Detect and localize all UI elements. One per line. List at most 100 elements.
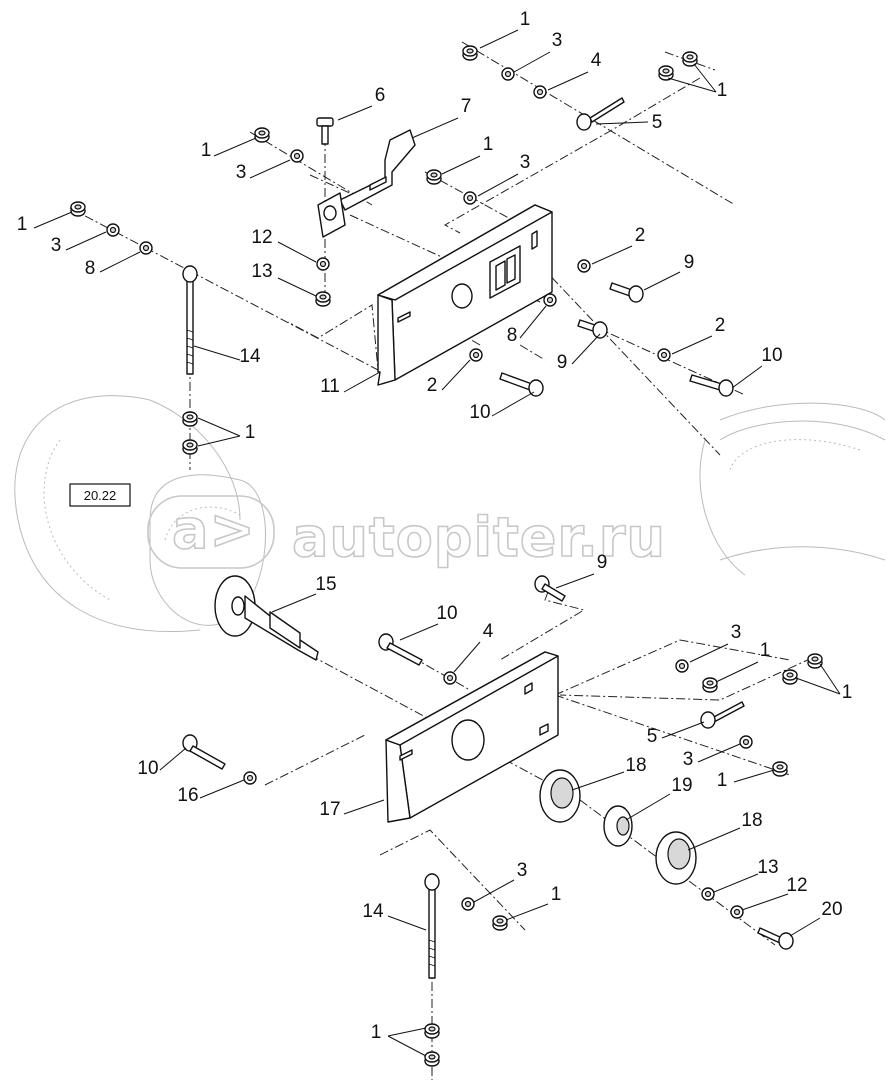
flat-washer[interactable] bbox=[533, 85, 547, 99]
callout-c10[interactable]: 1 bbox=[483, 134, 494, 155]
bolt-10-far-left[interactable] bbox=[182, 734, 226, 770]
callout-c35[interactable]: 5 bbox=[647, 726, 658, 747]
flat-washer[interactable] bbox=[469, 348, 483, 362]
hex-nut[interactable] bbox=[426, 169, 442, 185]
callout-c49[interactable]: 20 bbox=[821, 899, 842, 920]
callout-c6[interactable]: 6 bbox=[375, 85, 386, 106]
bearing-flange-right[interactable] bbox=[655, 831, 697, 885]
callout-c22[interactable]: 10 bbox=[761, 345, 782, 366]
callout-c43[interactable]: 18 bbox=[741, 810, 762, 831]
callout-c48[interactable]: 14 bbox=[362, 901, 384, 922]
callout-c38[interactable]: 10 bbox=[137, 758, 158, 779]
callout-c37[interactable]: 1 bbox=[717, 770, 728, 791]
bolt-10-middle[interactable] bbox=[499, 372, 544, 397]
callout-c11[interactable]: 3 bbox=[520, 152, 531, 173]
hex-nut[interactable] bbox=[315, 291, 331, 307]
callout-c50[interactable]: 1 bbox=[371, 1022, 382, 1043]
hex-nut[interactable] bbox=[70, 201, 86, 217]
hex-nut[interactable] bbox=[807, 653, 823, 669]
callout-c23[interactable]: 14 bbox=[239, 346, 261, 367]
control-lever[interactable] bbox=[317, 129, 416, 238]
callout-c33[interactable]: 1 bbox=[760, 640, 771, 661]
flat-washer[interactable] bbox=[543, 293, 557, 307]
callout-c26[interactable]: 10 bbox=[469, 402, 490, 423]
tie-rod-upper[interactable] bbox=[182, 265, 198, 375]
callout-c47[interactable]: 1 bbox=[551, 884, 562, 905]
bolt-9-lower[interactable] bbox=[534, 575, 566, 602]
callout-c14[interactable]: 8 bbox=[85, 258, 96, 279]
callout-c7[interactable]: 7 bbox=[461, 96, 472, 117]
callout-c15[interactable]: 12 bbox=[251, 227, 272, 248]
bolt-5-lower[interactable] bbox=[700, 701, 745, 729]
callout-c36[interactable]: 3 bbox=[683, 749, 694, 770]
flat-washer[interactable] bbox=[739, 735, 753, 749]
callout-c40[interactable]: 18 bbox=[625, 755, 646, 776]
callout-c19[interactable]: 8 bbox=[507, 325, 518, 346]
hex-nut[interactable] bbox=[772, 761, 788, 777]
bolt-9-middle[interactable] bbox=[577, 319, 608, 339]
flat-washer[interactable] bbox=[675, 659, 689, 673]
flat-washer[interactable] bbox=[443, 671, 457, 685]
callout-c24[interactable]: 11 bbox=[320, 376, 340, 397]
callout-c45[interactable]: 3 bbox=[517, 860, 528, 881]
flat-washer[interactable] bbox=[139, 241, 153, 255]
hex-nut[interactable] bbox=[702, 677, 718, 693]
callout-c12[interactable]: 1 bbox=[17, 214, 28, 235]
flat-washer[interactable] bbox=[577, 259, 591, 273]
callout-c31[interactable]: 4 bbox=[483, 621, 494, 642]
callout-c9[interactable]: 3 bbox=[236, 162, 247, 183]
flat-washer[interactable] bbox=[316, 257, 330, 271]
flat-washer[interactable] bbox=[501, 67, 515, 81]
callout-c8[interactable]: 1 bbox=[201, 140, 212, 161]
callout-c39[interactable]: 16 bbox=[177, 785, 198, 806]
bolt-10-right[interactable] bbox=[689, 374, 734, 397]
tie-rod-lower[interactable] bbox=[424, 873, 440, 979]
flat-washer[interactable] bbox=[290, 149, 304, 163]
flat-washer[interactable] bbox=[243, 771, 257, 785]
callout-c16[interactable]: 13 bbox=[251, 261, 272, 282]
hex-nut[interactable] bbox=[182, 411, 198, 427]
hex-nut[interactable] bbox=[492, 915, 508, 931]
flat-washer[interactable] bbox=[463, 191, 477, 205]
hex-nut[interactable] bbox=[424, 1023, 440, 1039]
callout-c29[interactable]: 9 bbox=[597, 552, 608, 573]
callout-c27[interactable]: 1 bbox=[245, 422, 256, 443]
bolt-10-lower-left[interactable] bbox=[378, 633, 423, 666]
hex-nut[interactable] bbox=[254, 127, 270, 143]
hex-nut[interactable] bbox=[424, 1051, 440, 1067]
callout-c28[interactable]: 15 bbox=[315, 574, 336, 595]
callout-c44[interactable]: 13 bbox=[757, 857, 778, 878]
callout-c13[interactable]: 3 bbox=[51, 235, 62, 256]
flanged-shaft[interactable] bbox=[214, 575, 319, 661]
callout-c4[interactable]: 1 bbox=[717, 80, 728, 101]
callout-c3[interactable]: 4 bbox=[591, 50, 602, 71]
callout-c5[interactable]: 5 bbox=[652, 112, 663, 133]
hex-nut[interactable] bbox=[658, 65, 674, 81]
bearing-insert[interactable] bbox=[603, 805, 633, 847]
bolt-6[interactable] bbox=[316, 117, 334, 145]
flat-washer[interactable] bbox=[730, 905, 744, 919]
hex-nut[interactable] bbox=[462, 45, 478, 61]
flat-washer[interactable] bbox=[461, 897, 475, 911]
hex-nut[interactable] bbox=[682, 51, 698, 67]
bearing-flange-left[interactable] bbox=[539, 769, 581, 823]
flat-washer[interactable] bbox=[106, 223, 120, 237]
callout-c34[interactable]: 1 bbox=[842, 682, 853, 703]
bolt-20[interactable] bbox=[757, 927, 794, 950]
bolt-5-upper[interactable] bbox=[576, 97, 625, 131]
callout-c30[interactable]: 10 bbox=[436, 603, 457, 624]
flat-washer[interactable] bbox=[701, 887, 715, 901]
callout-c42[interactable]: 17 bbox=[319, 799, 340, 820]
callout-c21[interactable]: 2 bbox=[715, 315, 726, 336]
callout-c20[interactable]: 9 bbox=[557, 352, 568, 373]
bolt-9-upper[interactable] bbox=[609, 282, 644, 303]
callout-c41[interactable]: 19 bbox=[671, 775, 692, 796]
callout-c1[interactable]: 1 bbox=[520, 9, 531, 30]
callout-c17[interactable]: 2 bbox=[635, 225, 646, 246]
flat-washer[interactable] bbox=[657, 348, 671, 362]
callout-c32[interactable]: 3 bbox=[731, 622, 742, 643]
lower-mounting-bracket[interactable] bbox=[385, 651, 559, 823]
reference-box[interactable]: 20.22 bbox=[69, 483, 131, 507]
callout-c18[interactable]: 9 bbox=[684, 252, 695, 273]
callout-c46[interactable]: 12 bbox=[786, 875, 807, 896]
